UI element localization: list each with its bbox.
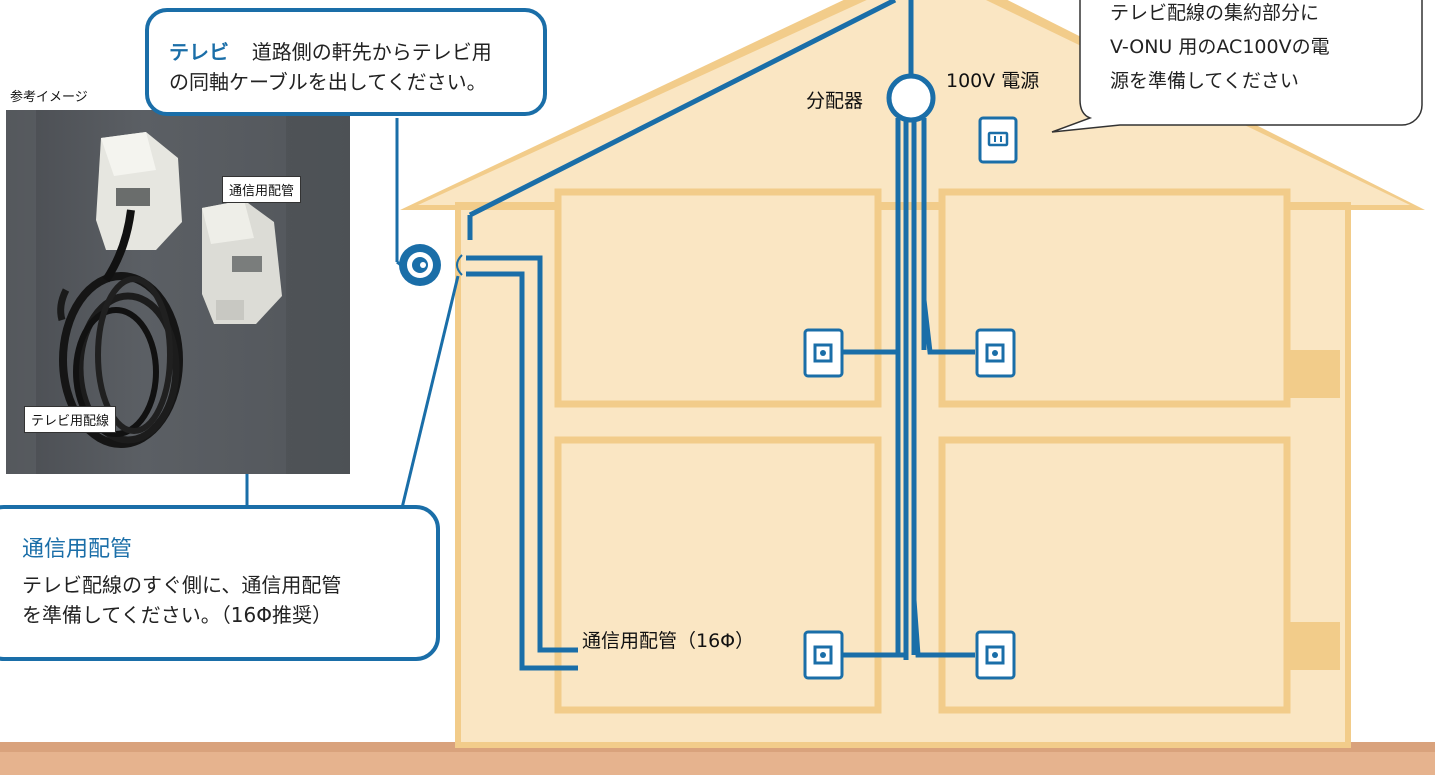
- branch-wire: [911, 599, 975, 658]
- tv-callout: テレビ 道路側の軒先からテレビ用 の同軸ケーブルを出してください。: [145, 8, 547, 116]
- splitter-label: 分配器: [806, 90, 864, 112]
- splitter-icon: [886, 73, 936, 123]
- branch-wire: [921, 299, 975, 355]
- tv-callout-text2: の同軸ケーブルを出してください。: [169, 70, 487, 94]
- tv-outlet-icon: [803, 328, 844, 378]
- conduit-callout: 通信用配管 テレビ配線のすぐ側に、通信用配管 を準備してください。（16Φ推奨）: [0, 505, 440, 661]
- leader-line: [400, 275, 460, 509]
- power-outlet-icon: [978, 116, 1018, 164]
- conduit-route-label: 通信用配管（16Φ）: [582, 626, 755, 653]
- tv-callout-line1: テレビ 道路側の軒先からテレビ用: [169, 36, 492, 65]
- branch-wire: [842, 600, 909, 658]
- tv-callout-title: テレビ: [169, 40, 229, 64]
- wall-outline: [455, 202, 1351, 748]
- roof-tv-cable: [468, 0, 897, 218]
- photo-caption: 参考イメージ: [10, 90, 88, 105]
- conduit-end: [456, 254, 463, 276]
- speech-line2: V-ONU 用のAC100Vの電: [1110, 36, 1330, 58]
- conduit-route: [466, 255, 578, 653]
- speech-line1: テレビ配線の集約部分に: [1110, 2, 1320, 24]
- wall-notch: [1290, 622, 1340, 670]
- conduit-route: [466, 271, 578, 671]
- photo-tag-tv-wiring: テレビ用配線: [24, 406, 117, 433]
- speech-line3: 源を準備してください: [1110, 70, 1299, 92]
- photo-tag-conduit: 通信用配管: [222, 176, 302, 203]
- tv-outlet-icon: [975, 630, 1016, 680]
- tv-outlet-icon: [803, 630, 844, 680]
- power-label: 100V 電源: [946, 70, 1040, 92]
- wall-notch: [1290, 350, 1340, 398]
- conduit-callout-title: 通信用配管: [22, 537, 133, 562]
- branch-wire: [842, 300, 901, 355]
- tv-outlet-icon: [975, 328, 1016, 378]
- conduit-callout-text1: テレビ配線のすぐ側に、通信用配管: [22, 573, 342, 597]
- leader-line: [396, 260, 402, 267]
- speech-bubble-shape: [1051, 0, 1423, 133]
- speech-bubble: テレビ配線の集約部分に V-ONU 用のAC100Vの電 源を準備してください: [1082, 0, 1422, 126]
- coax-coil: [420, 262, 426, 268]
- conduit-callout-text2: を準備してください。（16Φ推奨）: [22, 603, 332, 627]
- tv-callout-text1: 道路側の軒先からテレビ用: [251, 40, 492, 64]
- reference-photo: 通信用配管 テレビ用配線: [6, 110, 350, 474]
